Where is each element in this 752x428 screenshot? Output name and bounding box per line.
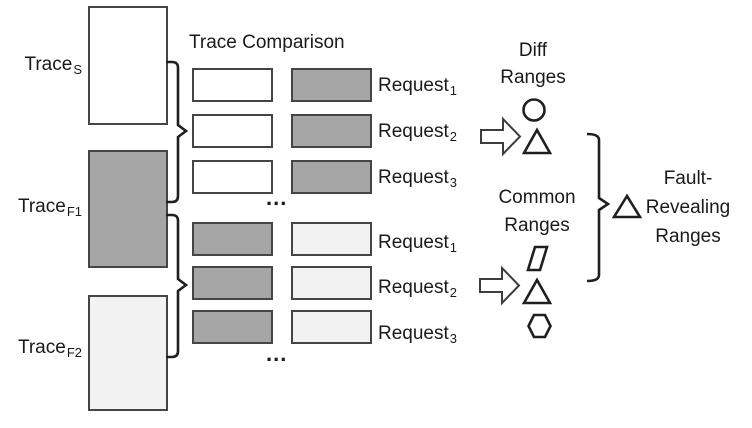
comparison-title: Trace Comparison xyxy=(189,32,345,53)
g1-row3-right-range xyxy=(291,160,372,194)
g2-request1-label: Request1 xyxy=(378,232,458,255)
g1-row1-right-range xyxy=(291,68,372,102)
trace-f2-label: TraceF2 xyxy=(17,337,82,360)
fault-bracket-icon xyxy=(586,132,611,283)
diff-triangle-shape-icon xyxy=(522,127,552,155)
trace-f1-box xyxy=(88,150,168,268)
g2-ellipsis: ... xyxy=(266,341,288,366)
diff-ranges-header: Diff Ranges xyxy=(500,40,566,88)
common-ranges-header: Common Ranges xyxy=(498,187,576,236)
g1-row1-left-range xyxy=(192,68,273,102)
g1-arrow-right-icon xyxy=(480,116,522,157)
trace-f2-box xyxy=(88,295,168,411)
g2-row2-left-range xyxy=(192,266,273,300)
g2-request3-label: Request3 xyxy=(378,323,458,346)
g2-row2-right-range xyxy=(291,266,372,300)
g1-request2-label: Request2 xyxy=(378,121,458,144)
g1-row3-left-range xyxy=(192,160,273,194)
g1-row2-right-range xyxy=(291,114,372,148)
g2-request2-label: Request2 xyxy=(378,277,458,300)
g2-row1-left-range xyxy=(192,222,273,256)
g1-request1-label: Request1 xyxy=(378,75,458,98)
common-hexagon-shape-icon xyxy=(527,313,552,339)
g2-row3-right-range xyxy=(291,310,372,344)
common-parallelogram-shape-icon xyxy=(526,245,549,272)
trace-f1-subscript: F1 xyxy=(66,204,82,219)
common-triangle-shape-icon xyxy=(522,277,552,305)
trace-f2-subscript: F2 xyxy=(66,345,82,360)
g2-row1-right-range xyxy=(291,222,372,256)
g1-ellipsis: ... xyxy=(266,185,288,210)
brace-s-f1-icon xyxy=(166,60,189,204)
trace-s-label: TraceS xyxy=(24,54,82,77)
fault-revealing-label: Fault- Revealing Ranges xyxy=(645,168,731,247)
trace-f1-label: TraceF1 xyxy=(17,196,82,219)
diff-circle-shape-icon xyxy=(522,98,546,122)
g2-row3-left-range xyxy=(192,310,273,344)
brace-f1-f2-icon xyxy=(166,213,189,359)
g1-row2-left-range xyxy=(192,114,273,148)
trace-s-box xyxy=(88,6,168,125)
fault-triangle-marker-icon xyxy=(612,193,642,219)
trace-s-subscript: S xyxy=(73,62,82,77)
g2-arrow-right-icon xyxy=(479,265,521,306)
g1-request3-label: Request3 xyxy=(378,167,458,190)
